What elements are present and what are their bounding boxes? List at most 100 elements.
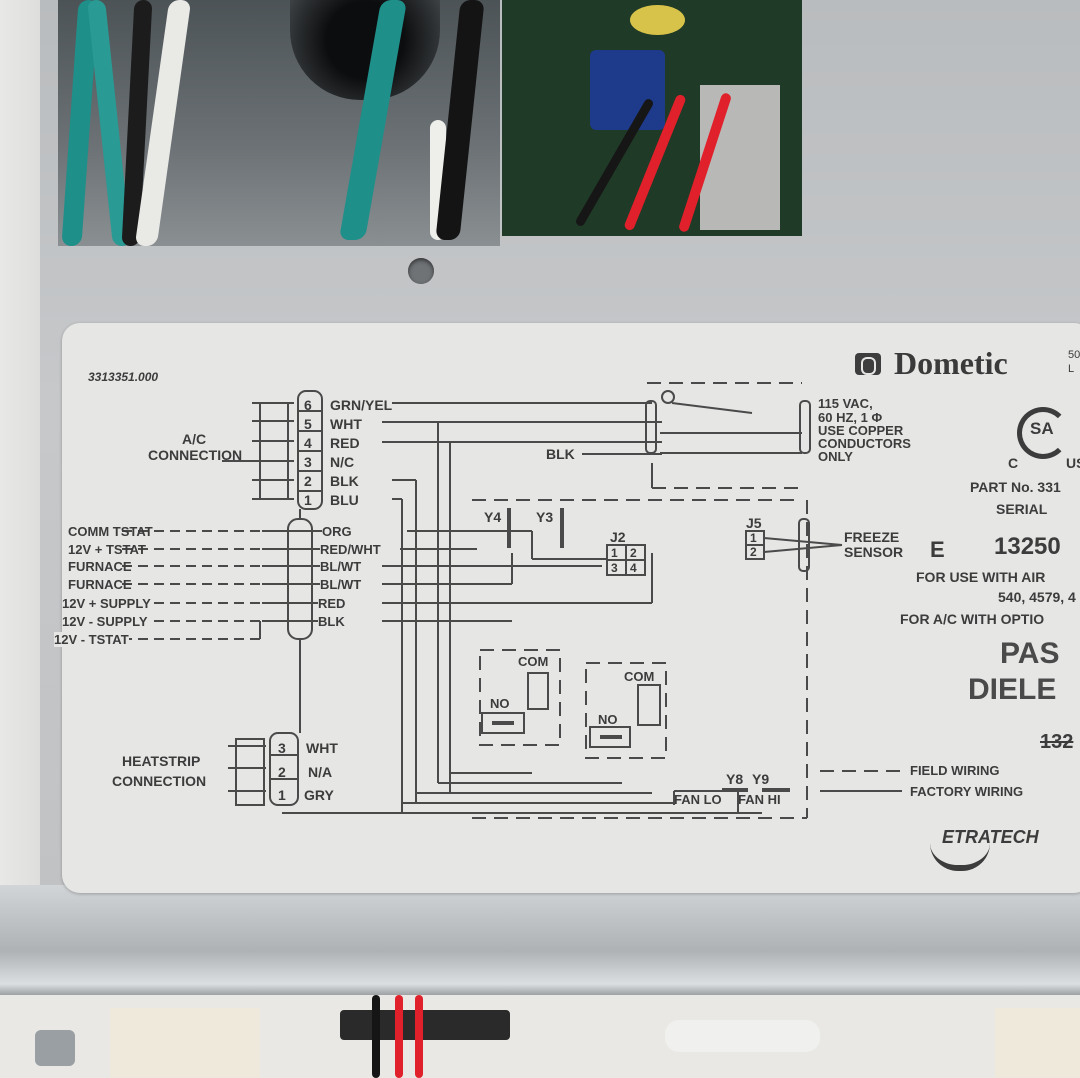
plastic-clip	[110, 1008, 260, 1078]
capacitor	[590, 50, 665, 130]
e-mark: E	[930, 537, 945, 562]
red-wire	[415, 995, 423, 1078]
wire-color-label: BLK	[330, 473, 359, 489]
no-label: NO	[598, 712, 618, 727]
wire-color-label: ORG	[322, 524, 352, 539]
com-label: COM	[624, 669, 655, 684]
heatstrip-label: CONNECTION	[112, 773, 207, 789]
metal-rail	[0, 885, 1080, 995]
pin-number: 4	[304, 435, 312, 451]
csa-us: US	[1066, 455, 1080, 471]
field-connection-label: COMM TSTAT	[68, 524, 153, 539]
pin-number: 5	[304, 416, 312, 432]
for-ac-with: FOR A/C WITH OPTIO	[900, 611, 1045, 627]
field-connection-label: 12V - TSTAT	[54, 632, 129, 647]
model-number: 13250	[994, 533, 1061, 560]
conduit-fitting	[290, 0, 440, 100]
wire-color-label: GRN/YEL	[330, 397, 393, 413]
power-note: 115 VAC,	[818, 396, 873, 411]
pin-number: 6	[304, 397, 312, 413]
bolt	[35, 1030, 75, 1066]
brand-name: Dometic	[894, 345, 1008, 381]
legend-field-wiring: FIELD WIRING	[910, 763, 1000, 778]
field-connection-label: 12V + TSTAT	[68, 542, 146, 557]
wiring-lines	[122, 382, 902, 819]
pin-number: 2	[304, 473, 312, 489]
wire-color-label: GRY	[304, 787, 334, 803]
relay-y3-label: Y3	[536, 509, 554, 525]
sticker	[665, 1020, 820, 1052]
power-note: USE COPPER	[818, 423, 904, 438]
j2-pin: 4	[630, 561, 637, 575]
power-note: 60 HZ, 1 Φ	[818, 410, 883, 425]
j5-pin: 2	[750, 545, 757, 559]
model-list: 540, 4579, 4	[998, 589, 1076, 605]
field-connection-label: 12V - SUPPLY	[62, 614, 148, 629]
ac-connection-label: A/C	[182, 431, 207, 447]
pin-number: 1	[304, 492, 312, 508]
wire-color-label: BL/WT	[320, 559, 362, 574]
pin-number: 2	[278, 764, 286, 780]
terminal-block	[700, 85, 780, 230]
black-wire	[372, 995, 380, 1078]
field-connection-label: 12V + SUPPLY	[62, 596, 151, 611]
wire-color-label: N/C	[330, 454, 355, 470]
j5-label: J5	[746, 515, 762, 531]
power-note: CONDUCTORS	[818, 436, 911, 451]
j2-pin: 2	[630, 546, 637, 560]
dometic-logo-icon	[855, 353, 881, 375]
j2-pin: 3	[611, 561, 618, 575]
wire-color-label: BL/WT	[320, 577, 362, 592]
relay-y4-label: Y4	[484, 509, 502, 525]
red-wire	[395, 995, 403, 1078]
wire-color-label: BLU	[330, 492, 359, 508]
wire-color-label: WHT	[306, 740, 338, 756]
part-number: PART No. 331	[970, 479, 1061, 495]
serial-label: SERIAL	[996, 501, 1048, 517]
etratech-logo: ETRATECH	[942, 827, 1039, 847]
heatstrip-label: HEATSTRIP	[122, 753, 201, 769]
etratech-swoosh-icon	[930, 843, 990, 871]
wire-color-label: RED	[330, 435, 360, 451]
plastic-clip	[995, 1008, 1080, 1078]
j2-pin: 1	[611, 546, 618, 560]
no-label: NO	[490, 696, 510, 711]
com-label: COM	[518, 654, 549, 669]
title-line-1: PAS	[1000, 637, 1060, 670]
freeze-sensor-label: FREEZE	[844, 529, 900, 545]
blk-wire-label: BLK	[544, 446, 577, 462]
j2-label: J2	[610, 529, 626, 545]
csa-cert-icon	[1017, 407, 1069, 459]
wire-color-label: WHT	[330, 416, 362, 432]
power-note: ONLY	[818, 449, 853, 464]
brand-suffix: L	[1068, 363, 1075, 375]
pin-number: 3	[278, 740, 286, 756]
mounting-hole	[408, 258, 434, 284]
wire-color-label: RED	[318, 596, 346, 611]
for-use-with: FOR USE WITH AIR	[916, 569, 1046, 585]
wire-color-label: BLK	[318, 614, 345, 629]
pin-number: 3	[304, 454, 312, 470]
freeze-sensor-label: SENSOR	[844, 544, 904, 560]
wire-color-label: N/A	[308, 764, 333, 780]
brand-suffix: 50	[1068, 349, 1080, 361]
struck-number: 132	[1040, 731, 1074, 753]
wire-color-label: RED/WHT	[320, 542, 381, 557]
y9-label: Y9	[752, 771, 770, 787]
title-line-2: DIELE	[968, 673, 1057, 706]
grommet	[340, 1010, 510, 1040]
csa-c: C	[1008, 455, 1019, 471]
y8-label: Y8	[726, 771, 744, 787]
j5-pin: 1	[750, 531, 757, 545]
legend-factory-wiring: FACTORY WIRING	[910, 784, 1024, 799]
fan-hi-label: FAN HI	[738, 792, 781, 807]
field-connection-label: FURNACE	[68, 577, 132, 592]
pin-number: 1	[278, 787, 286, 803]
buzzer	[630, 5, 685, 35]
field-connection-label: FURNACE	[68, 559, 132, 574]
ac-connection-label: CONNECTION	[148, 447, 243, 463]
drawing-number: 3313351.000	[88, 370, 159, 384]
wiring-diagram-label: 3313351.000 A/C CONNECTION 6 GRN/YEL 5 W…	[54, 323, 1080, 893]
csa-letters: SA	[1030, 419, 1054, 438]
fan-lo-label: FAN LO	[674, 792, 722, 807]
